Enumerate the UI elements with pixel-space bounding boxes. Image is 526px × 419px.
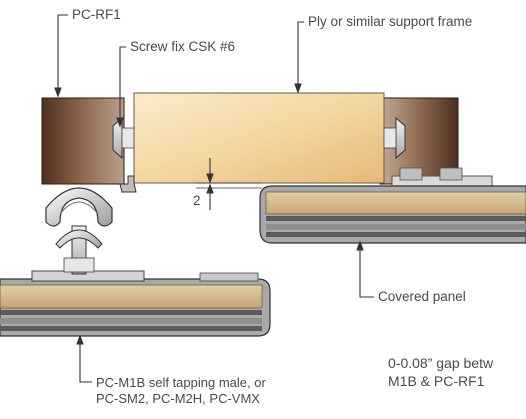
label-fastener-line1: PC-M1B self tapping male, or [96,375,266,390]
label-screw-fix: Screw fix CSK #6 [130,39,236,54]
rf1-bracket-icon [41,97,493,189]
label-covered-panel: Covered panel [378,289,466,304]
support-frame-icon [119,92,385,193]
label-gap-note-line2: M1B & PC-RF1 [388,373,485,389]
m1b-fastener-icon [45,187,113,275]
label-gap-note-line1: 0-0.08” gap betw [388,355,494,371]
leader-lines [54,14,374,383]
label-support-frame: Ply or similar support frame [308,14,473,29]
covered-panel-icon [259,185,526,244]
label-gap-value: 2 [193,193,201,208]
countersunk-screw-icon [112,116,406,160]
label-pc-rf1: PC-RF1 [72,7,121,22]
lower-panel-icon [0,270,271,337]
label-fastener-line2: PC-SM2, PC-M2H, PC-VMX [96,391,260,406]
